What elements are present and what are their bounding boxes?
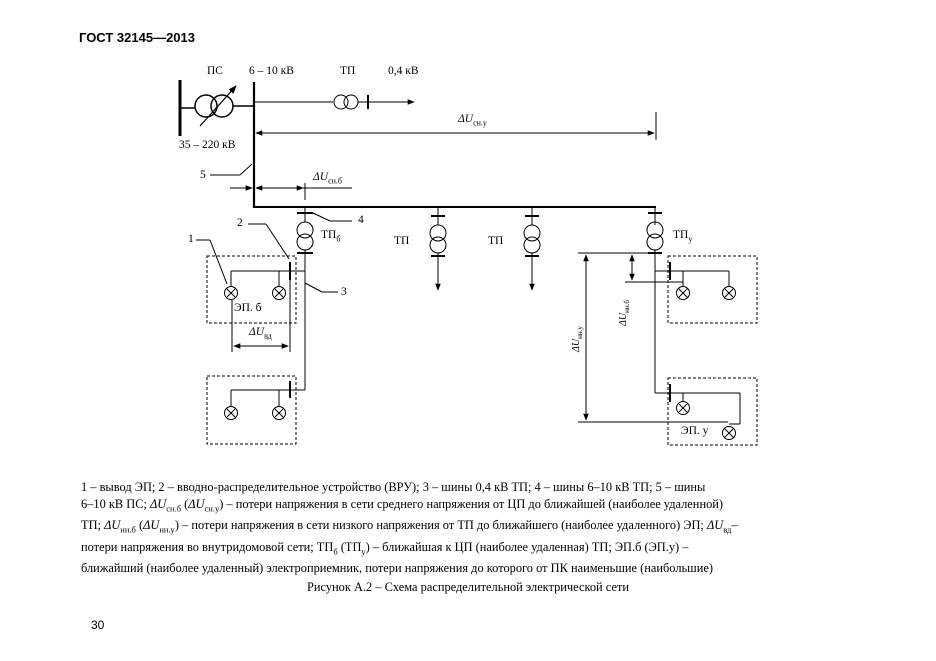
tp-middle-1	[429, 207, 447, 291]
legend-line-4: потери напряжения во внутридомовой сети;…	[81, 539, 689, 557]
legend-text: 1 – вывод ЭП; 2 – вводно-распределительн…	[81, 479, 851, 577]
legend-line-3: ТП; ΔUнн.б (ΔUнн.у) – потери напряжения …	[81, 518, 738, 535]
ps-label: ПС	[207, 65, 223, 77]
ep-y-label: ЭП. у	[681, 425, 709, 437]
du-sn-b-label: ΔUсн.б	[313, 171, 342, 186]
du-nn-y-label: ΔUнн.у	[571, 326, 584, 352]
building-right-top	[655, 255, 758, 324]
du-sn-b-dimension	[230, 183, 352, 200]
number-4: 4	[358, 214, 364, 226]
page-number: 30	[91, 618, 105, 632]
building-ep-b	[206, 255, 305, 324]
legend-line-1: 1 – вывод ЭП; 2 – вводно-распределительн…	[81, 480, 706, 494]
du-nn-b-dimension	[625, 254, 683, 283]
tp-b-label: ТПб	[321, 229, 341, 244]
legend-line-2: 6–10 кВ ПС; ΔUсн.б (ΔUсн.у) – потери нап…	[81, 497, 724, 514]
ep-b-label: ЭП. б	[234, 302, 262, 314]
du-nn-b-label: ΔUнн.б	[618, 300, 631, 326]
number-2: 2	[237, 217, 243, 229]
tp-b-transformer	[296, 207, 352, 390]
building-left-bottom	[206, 375, 305, 445]
tp-middle-2	[523, 207, 541, 291]
figure-caption: Рисунок А.2 – Схема распределительной эл…	[307, 580, 629, 594]
du-vd-dimension	[231, 280, 291, 352]
du-sn-y-label: ΔUсн.у	[458, 113, 487, 128]
building-ep-y	[655, 377, 758, 446]
tp-y-transformer	[646, 207, 664, 393]
tp-y-label: ТПу	[673, 229, 693, 244]
tp-middle-1-label: ТП	[394, 235, 410, 247]
tp-middle-2-label: ТП	[488, 235, 504, 247]
du-sn-y-dimension	[255, 112, 657, 140]
legend-line-5: ближайший (наиболее удаленный) электропр…	[81, 561, 713, 576]
voltage-6-10-label: 6 – 10 кВ	[249, 65, 294, 77]
number-1: 1	[188, 233, 194, 245]
top-tp-branch	[254, 94, 415, 110]
number-5: 5	[200, 169, 206, 181]
voltage-35-220-label: 35 – 220 кВ	[179, 139, 236, 151]
du-vd-label: ΔUвд	[249, 326, 272, 341]
tp-top-label: ТП	[340, 65, 356, 77]
distribution-network-diagram	[178, 80, 758, 446]
number-3: 3	[341, 286, 347, 298]
voltage-04-label: 0,4 кВ	[388, 65, 419, 77]
substation-symbol	[178, 80, 254, 136]
du-nn-y-dimension	[578, 252, 728, 423]
standard-header: ГОСТ 32145—2013	[79, 30, 195, 45]
